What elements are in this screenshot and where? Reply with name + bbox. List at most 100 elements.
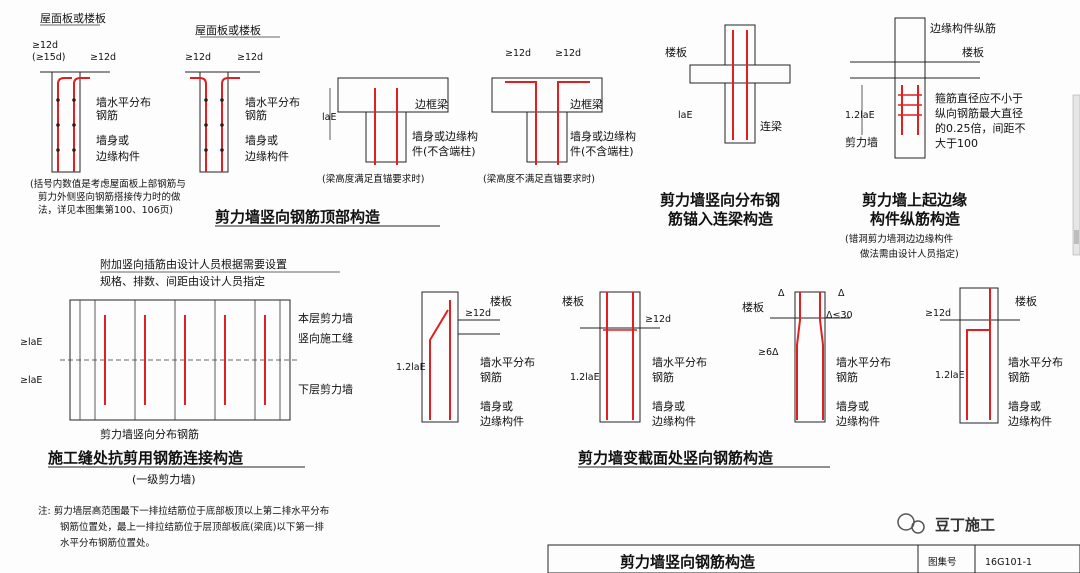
label-horiz-1: 墙水平分布 [96,95,151,109]
label-horiz-sub3: 墙水平分布 [836,355,891,369]
dim-lae-1: laE [322,112,336,123]
detail-top-construction: 屋面板或楼板 屋面板或楼板 ≥12d (≥15d) ≥12d ≥12d ≥12d… [30,11,440,227]
bar-dot [56,123,60,127]
label-wall-2: 墙身或边缘构 [570,129,636,143]
note-stirrup-1: 箍筋直径应不小于 [935,91,1023,105]
label-body-sub2b: 边缘构件 [652,414,696,428]
dim-12d-sub1: ≥12d [465,308,491,319]
detail-frame-beam: laE 边框梁 墙身或边缘构 件(不含端柱) (梁高度满足直锚要求时) ≥12d… [322,48,636,185]
label-edge-long: 边缘构件纵筋 [930,21,996,35]
atlas-number: 16G101-1 [985,557,1032,568]
label-top-wall: 本层剪力墙 [298,311,353,325]
dim-12d-beam-b: ≥12d [555,48,581,59]
bar-dot [56,148,60,152]
bar-dot [56,98,60,102]
label-slab-d4: 楼板 [962,45,984,59]
dim-12d-sub4: ≥12d [925,308,951,319]
note-line-3: 法，详见本图集第100、106页) [38,204,173,216]
label-slab-1: 屋面板或楼板 [40,11,106,25]
note-stirrup-4: 大于100 [935,136,978,150]
title-edge-1: 剪力墙上起边缘 [862,191,967,209]
title-block-name: 剪力墙竖向钢筋构造 [620,553,755,571]
wall-sub3 [794,291,826,423]
rebar-1a [57,77,72,172]
wall-section-1 [51,71,81,173]
bar-dot [204,98,208,102]
wechat-icon-2 [911,520,925,534]
dim-lae-sub1: 1.2laE [396,362,426,373]
detail-construction-joint: 附加竖向插筋由设计人员根据需要设置 规格、排数、间距由设计人员指定 ≥laE ≥… [20,257,353,486]
bar-dot [204,123,208,127]
wall-under-beam-2 [526,111,568,163]
caption-beam-2: (梁高度不满足直锚要求时) [483,173,595,185]
detail-coupling-beam: 楼板 laE 连梁 剪力墙竖向分布钢 筋锚入连梁构造 [660,24,791,228]
scrollbar-thumb[interactable] [1074,230,1079,244]
edge-wall [894,17,926,159]
note-dowel-2: 规格、排数、间距由设计人员指定 [100,274,265,288]
bar-dot [72,98,76,102]
dim-12d-a: ≥12d [32,40,58,51]
dim-lae-sub2: 1.2laE [570,372,600,383]
bar-dot [220,98,224,102]
delta-cond: Δ≤30 [826,310,853,321]
label-body-sub3b: 边缘构件 [836,414,880,428]
title-top-construction: 剪力墙竖向钢筋顶部构造 [215,208,380,226]
label-horiz-sub2: 墙水平分布 [652,355,707,369]
wall-section-2 [199,71,229,173]
dim-lae-sub4: 1.2laE [935,370,965,381]
label-horiz-2b: 钢筋 [245,108,267,122]
dim-15d: (≥15d) [32,52,66,63]
bar-dot [72,123,76,127]
note-line-1: (括号内数值是考虑屋面板上部钢筋与 [30,178,186,190]
label-horiz-sub3b: 钢筋 [836,370,858,384]
wall-sub1 [421,291,459,423]
dim-lae-lower: ≥laE [20,375,42,386]
scrollbar-track[interactable] [1072,94,1080,256]
label-slab-sub1: 楼板 [490,294,512,308]
footer: 注: 剪力墙层高范围最下一排拉结筋位于底部板顶以上第二排水平分布 钢筋位置处，最… [38,94,1080,573]
watermark: 豆丁施工 [897,513,995,534]
rebar-beam-2a [505,81,537,165]
note-stirrup-2: 纵向钢筋最大直径 [935,106,1023,120]
label-body-1b: 边缘构件 [96,149,140,163]
rebar-sub3b [819,292,824,420]
rebar-2b [221,77,240,172]
dim-12d-b: ≥12d [90,52,116,63]
title-coupling-2: 筋锚入连梁构造 [667,210,773,228]
upper-wall [724,24,756,66]
dim-6delta: ≥6Δ [758,347,779,358]
footer-note-2: 钢筋位置处，最上一排拉结筋位于层顶部板底(梁底)以下第一排 [60,521,324,533]
watermark-text: 豆丁施工 [935,516,995,534]
bar-dot [220,123,224,127]
label-horiz-sub1b: 钢筋 [480,370,502,384]
rebar-beam-2b [557,81,590,165]
title-edge-2: 构件纵筋构造 [870,210,960,228]
label-body-sub3: 墙身或 [836,399,869,413]
footer-note-3: 水平分布钢筋位置处。 [60,537,155,549]
label-horiz-1b: 钢筋 [96,108,118,122]
label-frame-beam-2: 边框梁 [570,97,603,111]
rebar-sub1a [429,309,449,420]
label-frame-beam-1: 边框梁 [415,97,448,111]
bar-dot [72,148,76,152]
rebar-1b [73,77,90,172]
wall-sub4 [959,287,999,424]
note-edge-1: (错洞剪力墙洞边边缘构件 [845,233,954,245]
dim-12d-d: ≥12d [237,52,263,63]
title-coupling-1: 剪力墙竖向分布钢 [660,191,780,209]
label-body-sub4: 墙身或 [1008,399,1041,413]
note-dowel-1: 附加竖向插筋由设计人员根据需要设置 [100,257,287,271]
bar-dot [204,148,208,152]
label-body-sub2: 墙身或 [652,399,685,413]
label-slab-sub4: 楼板 [1015,294,1037,308]
rebar-sub3a [796,292,801,420]
title-construction-joint: 施工缝处抗剪用钢筋连接构造 [48,449,243,467]
label-wall-1b: 件(不含端柱) [412,144,476,158]
delta-1: Δ [778,288,785,299]
caption-beam-1: (梁高度满足直锚要求时) [322,173,424,185]
label-horiz-sub4b: 钢筋 [1008,370,1030,384]
title-block [547,544,1080,573]
label-slab-2: 屋面板或楼板 [195,23,261,37]
label-body-sub1b: 边缘构件 [480,414,524,428]
